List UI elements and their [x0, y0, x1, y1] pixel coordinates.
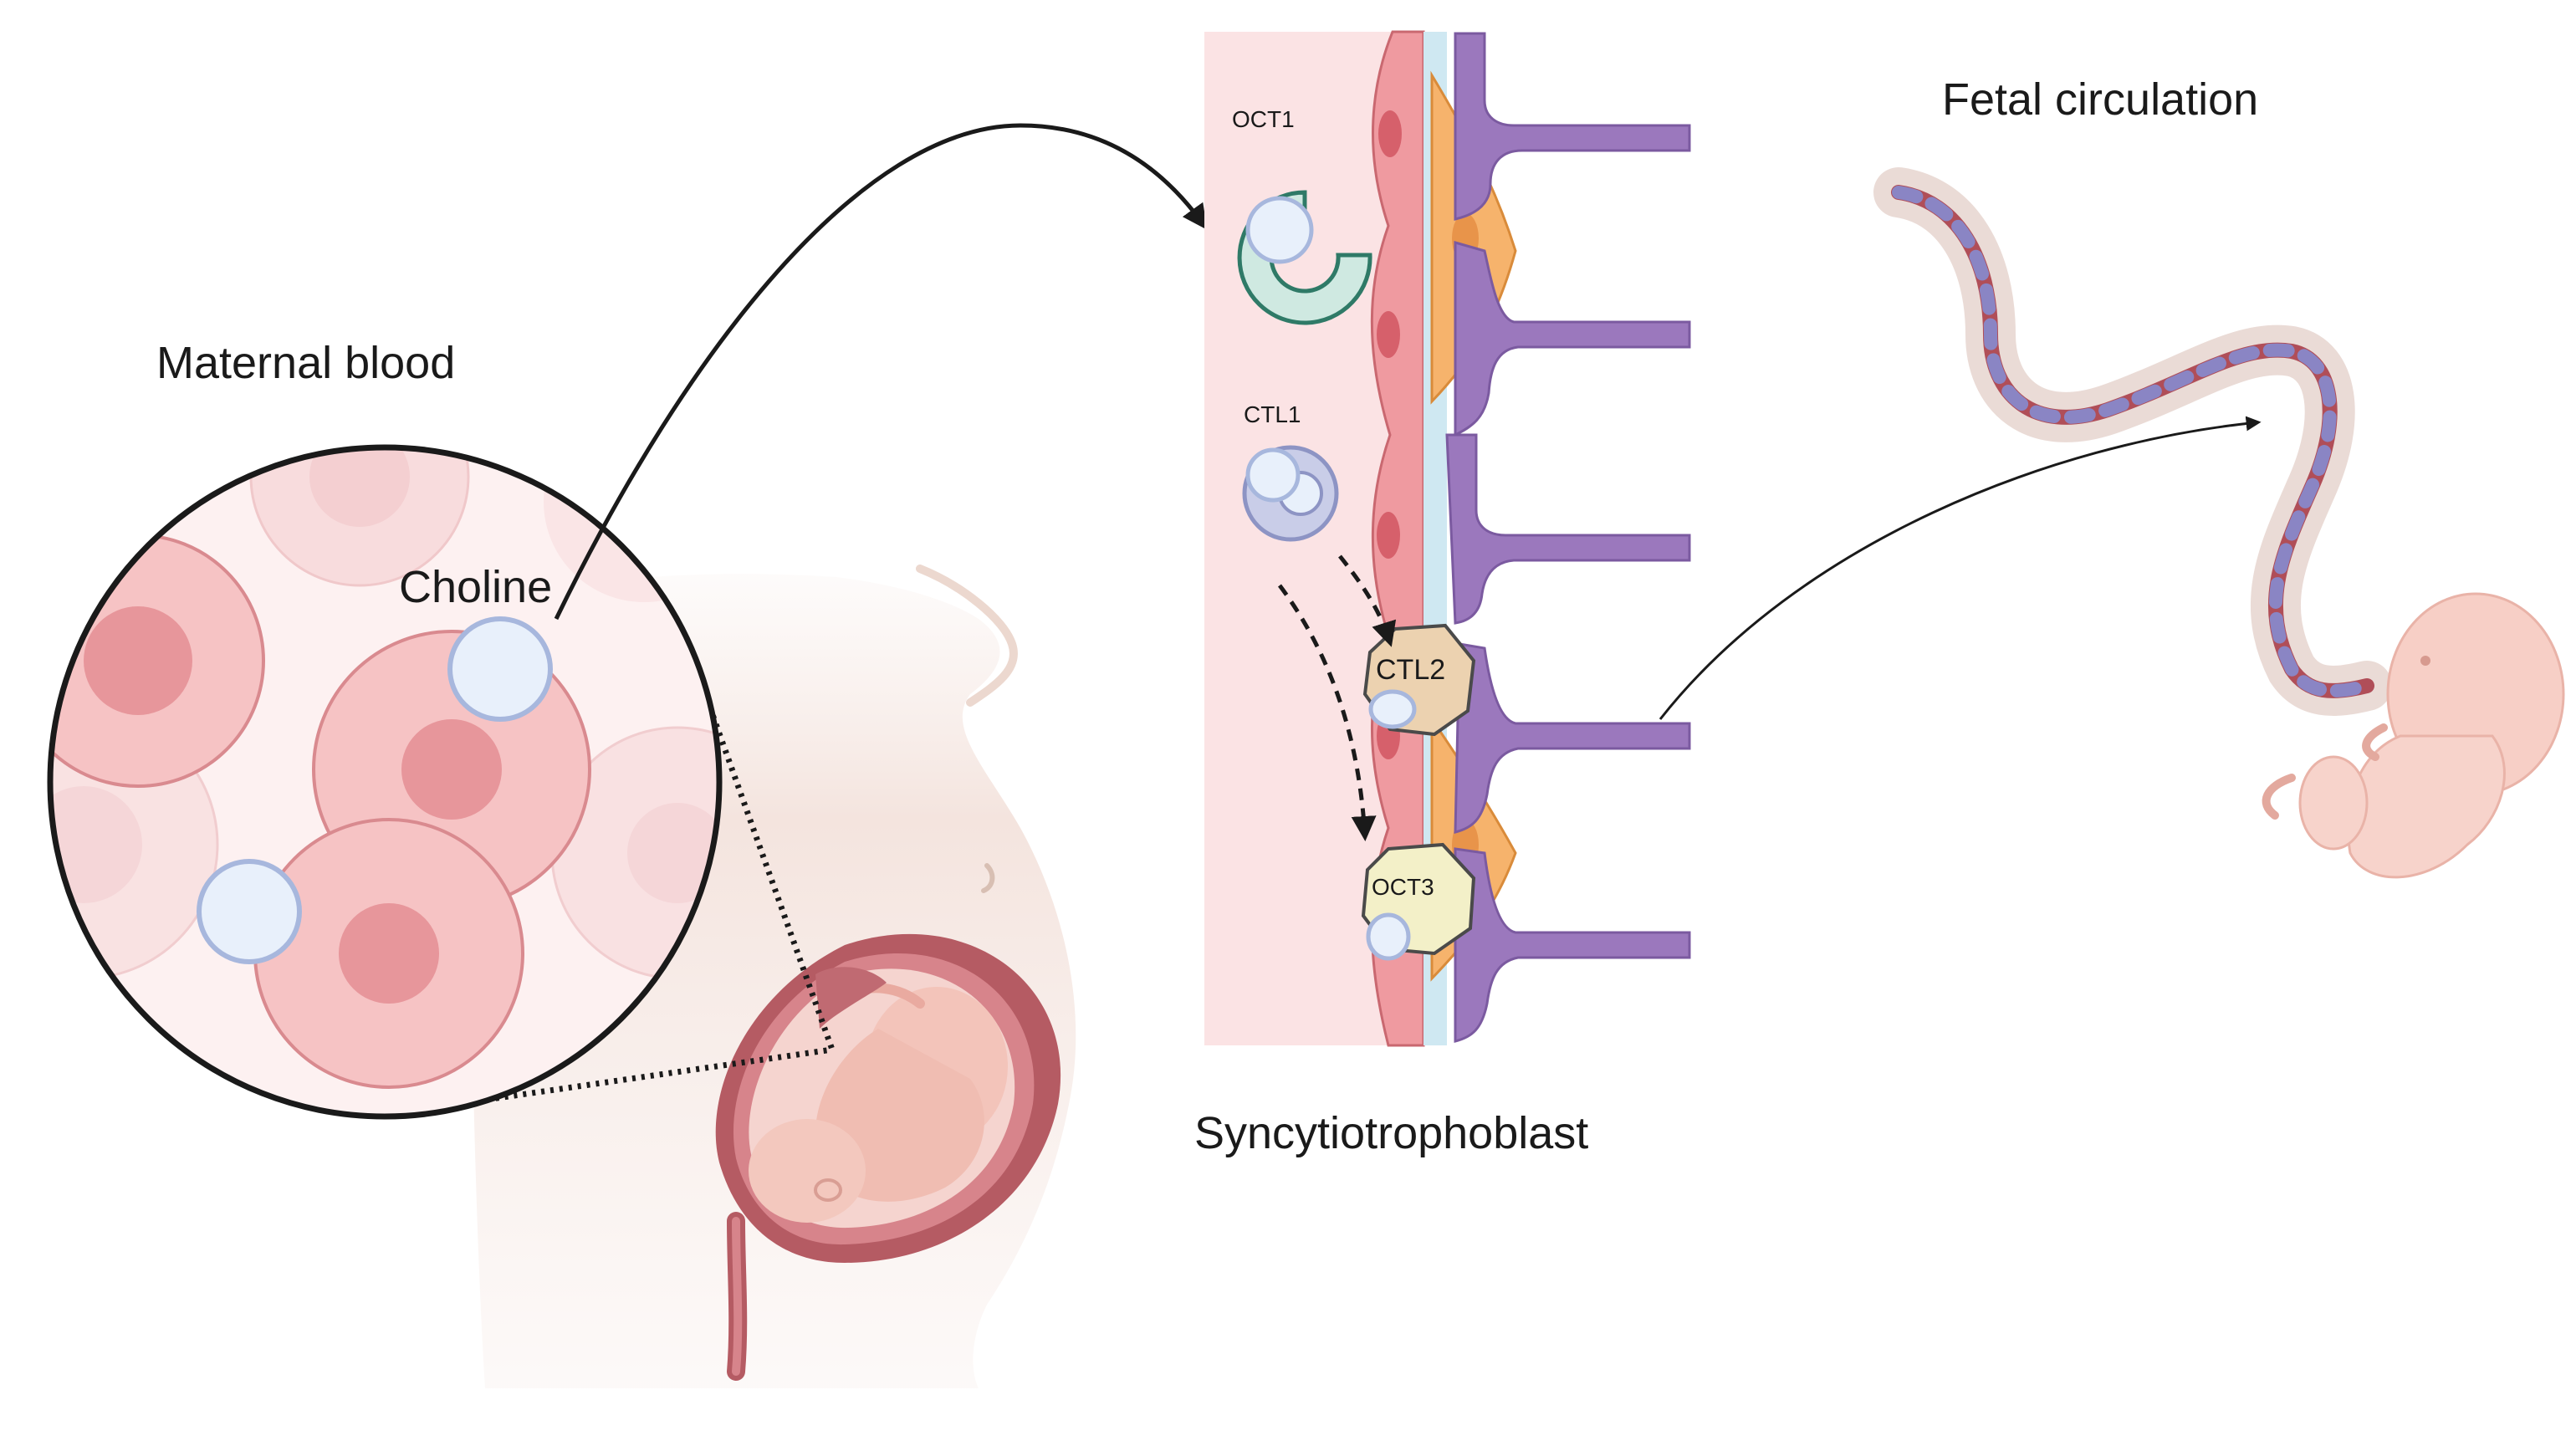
- label-ctl2: CTL2: [1376, 654, 1445, 686]
- label-syncytiotrophoblast: Syncytiotrophoblast: [1194, 1108, 1588, 1158]
- placental-barrier: [1204, 30, 1691, 1047]
- ctl2-transporter: [1362, 623, 1476, 737]
- arrow-placenta-to-fetal-circulation: [1659, 416, 2262, 720]
- maternal-blood-magnified-circle: [47, 444, 723, 1120]
- choline-molecule: [447, 616, 553, 722]
- label-ctl1: CTL1: [1244, 401, 1301, 427]
- dashed-arrow-to-ctl2: [1338, 554, 1397, 647]
- umbilical-cord: [1873, 167, 2392, 716]
- label-choline: Choline: [399, 562, 552, 612]
- choline-molecule: [1368, 689, 1417, 729]
- dashed-arrow-to-oct3: [1277, 584, 1377, 841]
- zoom-indicator-lines: [468, 697, 836, 1106]
- arrow-choline-to-placenta: [554, 123, 1208, 621]
- label-oct3: OCT3: [1372, 874, 1434, 900]
- oct1-transporter: [1237, 190, 1372, 325]
- choline-molecule: [1245, 196, 1314, 264]
- uterus-with-fetus: [715, 933, 1061, 1381]
- choline-molecule: [1245, 447, 1301, 503]
- label-fetal-circulation: Fetal circulation: [1942, 74, 2258, 125]
- choline-molecule: [197, 859, 302, 964]
- fetal-capillaries: [1445, 32, 1691, 1043]
- label-maternal-blood: Maternal blood: [156, 338, 455, 388]
- label-oct1: OCT1: [1232, 106, 1295, 132]
- oct3-transporter: [1361, 842, 1476, 961]
- ctl1-transporter: [1242, 445, 1339, 542]
- choline-molecule: [1366, 912, 1411, 961]
- fetus: [2262, 592, 2565, 879]
